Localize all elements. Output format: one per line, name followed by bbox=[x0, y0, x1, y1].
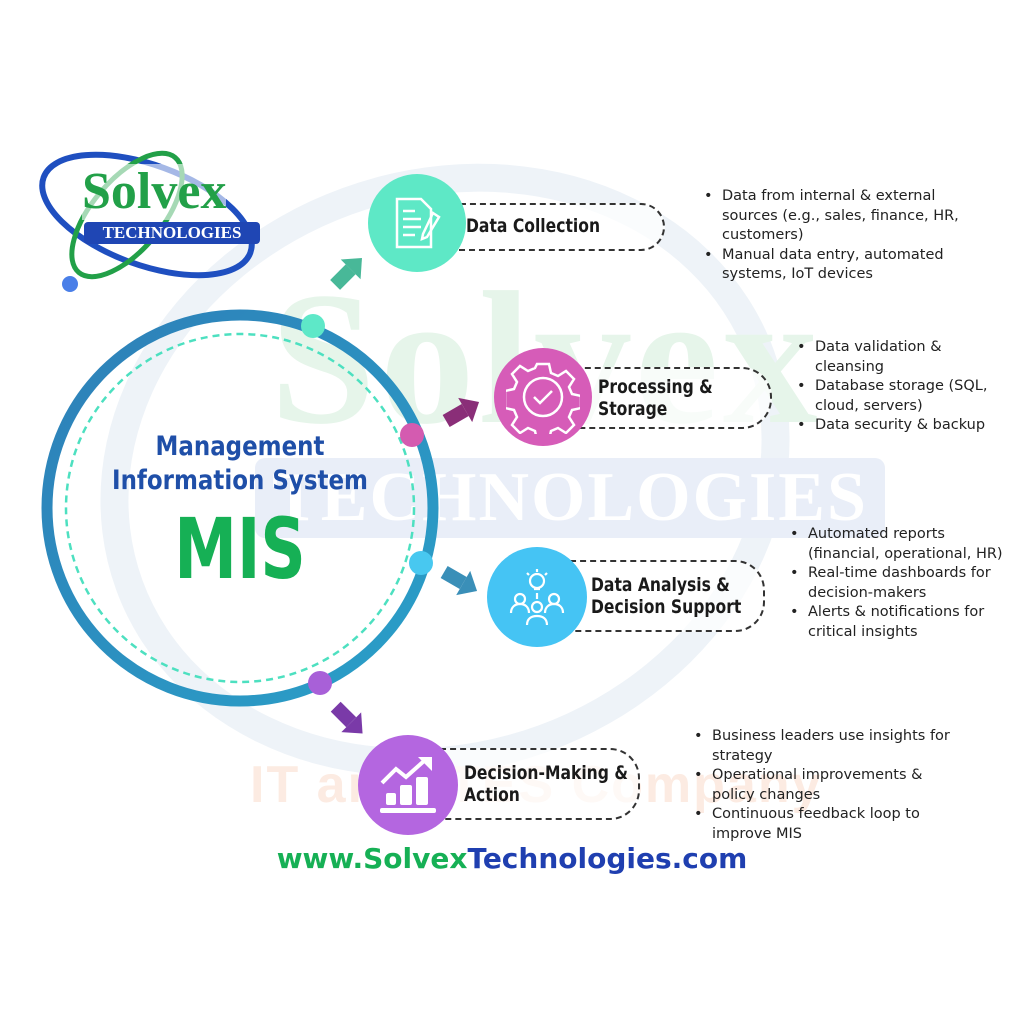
team-idea-icon bbox=[509, 569, 565, 626]
center-title: Management Information System bbox=[112, 431, 368, 496]
step-title-text: Decision-Making & Action bbox=[464, 762, 628, 806]
solvex-logo: Solvex TECHNOLOGIES bbox=[32, 140, 272, 300]
logo-tagline: TECHNOLOGIES bbox=[84, 222, 260, 244]
bullet: Continuous feedback loop to improve MIS bbox=[690, 805, 950, 844]
step-circle-collection bbox=[368, 174, 466, 272]
step-bullets-processing: Data validation & cleansing Database sto… bbox=[793, 338, 1008, 436]
arrow-to-decision-icon bbox=[330, 701, 363, 734]
document-pencil-icon bbox=[395, 197, 441, 249]
bullet: Alerts & notifications for critical insi… bbox=[786, 603, 1016, 642]
step-bullets-decision: Business leaders use insights for strate… bbox=[690, 727, 950, 844]
bullet: Real-time dashboards for decision-makers bbox=[786, 564, 1016, 603]
step-pill-collection bbox=[440, 203, 665, 251]
bullet: Data validation & cleansing bbox=[793, 338, 1008, 377]
arrow-to-collection-icon bbox=[330, 258, 362, 290]
growth-chart-icon bbox=[380, 757, 436, 813]
bullet: Business leaders use insights for strate… bbox=[690, 727, 950, 766]
bullet: Database storage (SQL, cloud, servers) bbox=[793, 377, 1008, 416]
cycle-dot-collection bbox=[301, 314, 325, 338]
gear-check-icon bbox=[506, 362, 580, 434]
bullet: Automated reports (financial, operationa… bbox=[786, 525, 1016, 564]
step-pill-analysis bbox=[560, 560, 765, 632]
step-title-processing: Processing & Storage bbox=[598, 376, 713, 420]
step-title-analysis: Data Analysis & Decision Support bbox=[591, 574, 747, 618]
step-circle-processing bbox=[494, 348, 592, 446]
step-title-collection: Data Collection bbox=[466, 215, 601, 237]
bullet: Data security & backup bbox=[793, 416, 1008, 436]
url-part-2: Technologies.com bbox=[467, 842, 748, 875]
cycle-dot-analysis bbox=[409, 551, 433, 575]
cycle-dot-processing bbox=[400, 423, 424, 447]
center-acronym: MIS bbox=[174, 500, 306, 598]
arrow-to-processing-icon bbox=[442, 397, 480, 428]
step-title-text: Data Analysis & Decision Support bbox=[591, 574, 742, 618]
step-circle-analysis bbox=[487, 547, 587, 647]
bullet: Manual data entry, automated systems, Io… bbox=[700, 246, 990, 285]
watermark-tagline: TECHNOLOGIES bbox=[255, 458, 885, 538]
url-part-1: www.Solvex bbox=[276, 842, 468, 875]
logo-name: Solvex bbox=[82, 163, 227, 220]
bullet: Operational improvements & policy change… bbox=[690, 766, 950, 805]
bullet: Data from internal & external sources (e… bbox=[700, 187, 990, 246]
step-bullets-analysis: Automated reports (financial, operationa… bbox=[786, 525, 1016, 642]
step-circle-decision bbox=[358, 735, 458, 835]
website-link[interactable]: www.SolvexTechnologies.com bbox=[0, 842, 1024, 875]
step-title-decision: Decision-Making & Action bbox=[464, 762, 636, 806]
step-bullets-collection: Data from internal & external sources (e… bbox=[700, 187, 990, 285]
arrow-to-analysis-icon bbox=[440, 565, 478, 596]
step-pill-processing bbox=[565, 367, 772, 429]
cycle-dot-decision bbox=[308, 671, 332, 695]
step-pill-decision bbox=[430, 748, 640, 820]
step-title-text: Processing & Storage bbox=[598, 376, 713, 420]
